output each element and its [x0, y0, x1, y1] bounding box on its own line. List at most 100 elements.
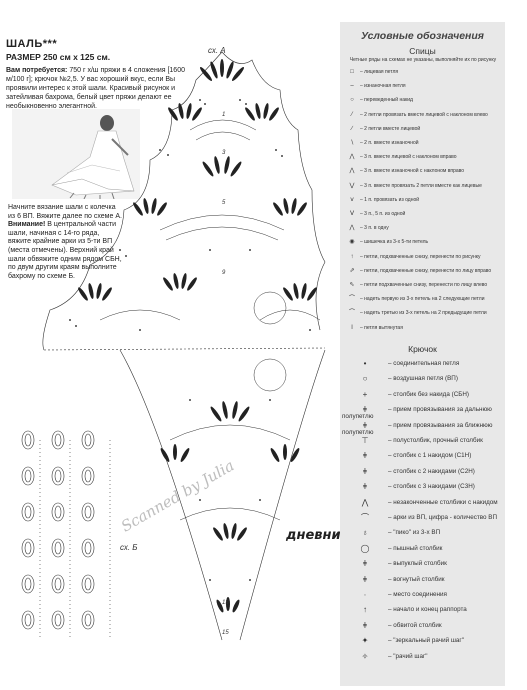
legend-item-text: – воздушная петля (ВП) [388, 375, 458, 383]
legend-item-text: – столбик с 3 накидами (С3Н) [388, 483, 475, 491]
legend-knit-item: ⌒– надеть первую из 3-х петель на 2 след… [344, 296, 502, 304]
legend-item-text: – петля вытянутая [360, 324, 403, 331]
legend-symbol-icon: ǂ [362, 574, 368, 584]
scheme-b-label: сх. Б [120, 543, 138, 552]
legend-symbol-icon: ⋀ [349, 154, 355, 161]
legend-crochet-item: ✧– "рачий шаг" [342, 652, 503, 660]
legend-symbol-icon: ⋀ [361, 497, 369, 507]
legend-symbol-icon: ◯ [360, 543, 370, 553]
row-number: 9 [222, 270, 226, 276]
legend-symbol-icon: + [362, 389, 368, 399]
materials-body: 750 г х/ш пряжи в 4 сложения [1600 м/100… [6, 67, 185, 83]
legend-item-text: – соединительная петля [388, 360, 460, 367]
legend-item-text: – полустолбик, прочный столбик [388, 437, 483, 444]
legend-symbol-icon: • [363, 359, 367, 368]
legend-item-text: – начало и конец раппорта [388, 606, 467, 614]
legend-item-text: – обвитой столбик [388, 621, 442, 629]
legend-symbol-icon: ⌒ [348, 296, 355, 303]
legend-symbol-icon: ǀ [351, 324, 353, 331]
legend-knit-item: ⇖– петли подхваченные снизу, перенести п… [344, 282, 502, 290]
legend-crochet-item: ⊤– полустолбик, прочный столбик [342, 437, 503, 445]
instructions: Начните вязание шали с колечка из 6 ВП. … [8, 204, 122, 280]
legend-crochet-item: ǂ – выпуклый столбик [342, 559, 503, 569]
legend-item-text: – вогнутый столбик [388, 575, 445, 583]
legend-knit-item: ◉– шишечка из 3-х 5-ти петель [344, 239, 502, 247]
legend-crochet-item: • – соединительная петля [342, 359, 503, 368]
legend-knit-item: ǀ – петля вытянутая [344, 324, 502, 333]
legend-section-knit: Спицы [409, 46, 436, 56]
legend-knit-item: ⌒ – надеть третью из 3-х петель на 2 пред… [344, 310, 502, 318]
legend-item-text: – надеть третью из 3-х петель на 2 преды… [360, 310, 487, 317]
materials-label: Вам потребуется: [6, 67, 68, 74]
legend-symbol-icon: ⋀ [349, 168, 355, 175]
legend-knit-item: ⋀– 3 п. вместе изнаночной с наклоном впр… [344, 168, 502, 176]
legend-symbol-icon: ⋀ [349, 225, 355, 232]
legend-crochet-item: ∙ – место соединения [342, 590, 503, 599]
legend-crochet-item: ǂ– обвитой столбик [342, 621, 503, 629]
legend-item-text: – прием провязывания за ближнюю полупетл… [342, 421, 493, 436]
page-title: ШАЛЬ*** [6, 38, 58, 50]
crochet-diagram [21, 51, 326, 641]
legend-crochet-item: ǂ – вогнутый столбик [342, 574, 503, 584]
legend-item-text: – 2 петли вместе лицевой [360, 125, 421, 132]
legend-symbol-icon: ○ [350, 97, 354, 104]
legend-item-text: – 3 п. вместе лицевой с наклоном вправо [360, 154, 457, 161]
legend-crochet-item: ǂ – столбик с 3 накидами (С3Н) [342, 482, 503, 492]
legend-crochet-item: ǂ– столбик с 2 накидами (С2Н) [342, 467, 503, 475]
legend-symbol-icon: ǂ [362, 405, 368, 415]
legend-symbol-icon: ⌒ [348, 310, 355, 317]
legend-knit-intro: Четные ряды на схемах не указаны, выполн… [349, 57, 497, 63]
legend-item-text: – 3 п. вместе провязать 2 петли вместе к… [360, 182, 482, 189]
legend-item-text: – выпуклый столбик [388, 560, 447, 568]
legend-symbol-icon: ⇖ [349, 282, 355, 288]
legend-symbol-icon: ∕ [351, 125, 353, 132]
legend-symbol-icon: ◉ [349, 239, 355, 246]
legend-crochet-item: ○ – воздушная петля (ВП) [342, 374, 503, 384]
size-line: РАЗМЕР 250 см х 125 см. [6, 52, 111, 62]
legend-section-crochet: Крючок [408, 344, 437, 354]
legend-crochet-item: ↑ – начало и конец раппорта [342, 605, 503, 615]
legend-knit-item: ∕ – 2 петли вместе лицевой [344, 125, 502, 134]
legend-crochet-item: ⌒– арки из ВП, цифра - количество ВП [342, 514, 503, 522]
model-photo [12, 109, 140, 199]
legend-crochet-item: ǂ – столбик с 1 накидом (С1Н) [342, 451, 503, 461]
legend-symbol-icon: ↑ [363, 605, 367, 615]
legend-item-text: – пышный столбик [388, 544, 443, 552]
legend-item-text: – незаконченные столбики с накидом [388, 498, 498, 506]
legend-knit-item: ⅴ– 1 п. провязать из одной [344, 197, 502, 205]
legend-knit-item: Ⅴ– 3 п., 5 п. из одной [344, 211, 502, 219]
legend-symbol-icon: ⇗ [349, 267, 355, 274]
legend-item-text: – изнаночная петля [360, 83, 406, 90]
legend-item-text: – арки из ВП, цифра - количество ВП [388, 514, 498, 521]
legend-knit-item: ⋁– 3 п. вместе провязать 2 петли вместе … [344, 182, 502, 191]
row-number: 13 [222, 600, 229, 606]
legend-symbol-icon: ↑ [350, 253, 354, 260]
legend-crochet-item: ✦– "зеркальный рачий шаг" [342, 637, 503, 645]
legend-symbol-icon: ǂ [362, 482, 368, 492]
legend-crochet-item: ◯ – пышный столбик [342, 543, 503, 553]
scheme-a-label: сх. А [208, 46, 226, 55]
legend-item-text: – 2 петли провязать вместе лицевой с нак… [360, 111, 488, 118]
legend-item-text: – петли, подхваченные снизу, перенести п… [360, 267, 492, 274]
legend-item-text: – место соединения [388, 591, 447, 598]
materials-description: У вас хороший вкус, если Вы проявили инт… [6, 76, 176, 110]
legend-symbol-icon: ǂ [362, 451, 368, 461]
legend-item-text: – столбик без накида (СБН) [388, 390, 470, 398]
legend-item-text: – переведенный накид [360, 97, 413, 104]
legend-crochet-item: ♁– "пико" из 3-х ВП [342, 529, 503, 537]
legend-symbol-icon: ǂ [362, 559, 368, 569]
legend-item-text: – 3 п., 5 п. из одной [360, 211, 406, 217]
legend-symbol-icon: ○ [362, 374, 368, 384]
legend-knit-item: □– лицевая петля [344, 69, 502, 77]
row-number: 5 [222, 200, 226, 206]
legend-crochet-item: ǂ– прием провязывания за дальнюю полупет… [342, 405, 503, 421]
legend-knit-item: ⋀ – 3 п. вместе лицевой с наклоном вправо [344, 154, 502, 162]
legend-symbol-icon: ∙ [363, 590, 367, 599]
legend-title: Условные обозначения [360, 30, 484, 42]
legend-item-text: – столбик с 1 накидом (С1Н) [388, 452, 472, 460]
row-number: 15 [222, 630, 229, 636]
legend-item-text: – прием провязывания за дальнюю полупетл… [342, 406, 492, 421]
materials-text: Вам потребуется: 750 г х/ш пряжи в 4 сло… [6, 66, 196, 111]
legend-item-text: – "рачий шаг" [388, 652, 428, 660]
